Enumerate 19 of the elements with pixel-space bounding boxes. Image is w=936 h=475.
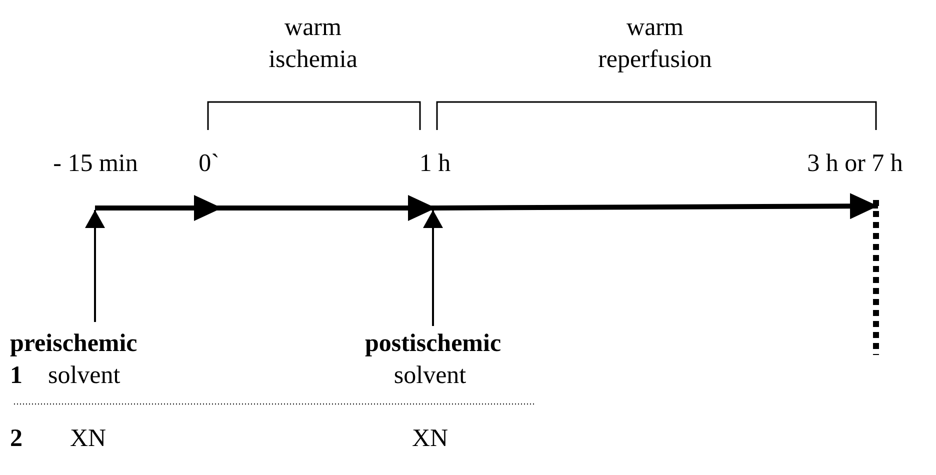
treatment-text: XN <box>70 425 108 453</box>
time-label: - 15 min <box>38 150 153 178</box>
arrow <box>423 210 443 326</box>
timeline-arrow <box>95 195 222 221</box>
phase-label: preischemic <box>10 330 160 358</box>
phase-caption: warm ischemia <box>268 13 358 75</box>
time-label: 1 h <box>412 150 458 178</box>
row-number: 1 <box>10 362 24 390</box>
treatment-text: solvent <box>392 362 468 390</box>
timeline-arrow <box>222 195 436 221</box>
treatment-text: XN <box>410 425 450 453</box>
row-number: 2 <box>10 425 24 453</box>
arrow <box>85 210 105 322</box>
treatment-text: solvent <box>48 362 122 390</box>
time-label: 3 h or 7 h <box>780 150 930 178</box>
time-label: 0` <box>196 150 222 178</box>
phase-caption: warm reperfusion <box>597 13 713 75</box>
timeline-arrow <box>436 193 878 220</box>
phase-label: postischemic <box>347 330 519 358</box>
